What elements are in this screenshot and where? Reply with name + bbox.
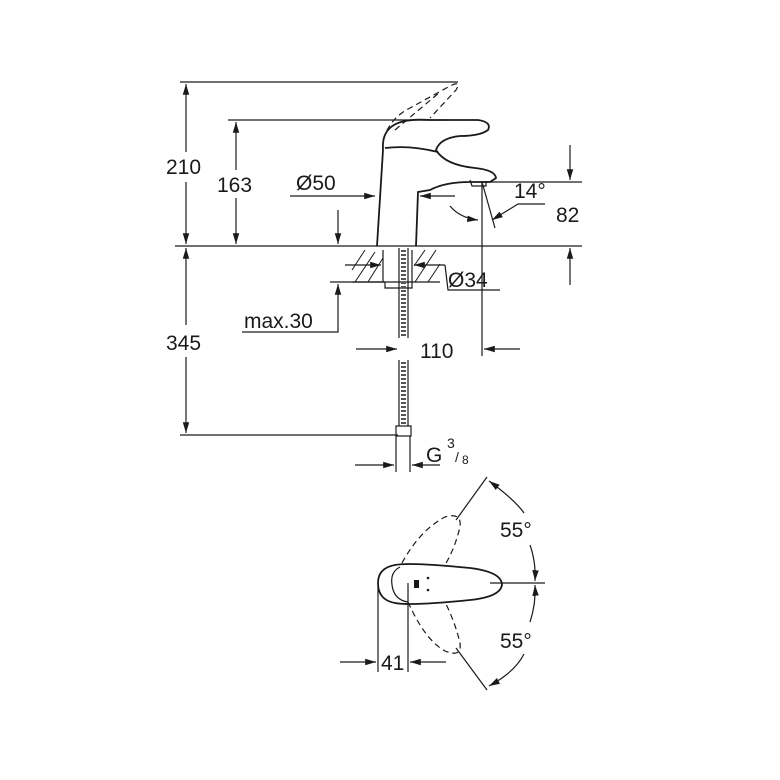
- dimension-label-d50: Ø50: [296, 172, 336, 195]
- supply-hose: [395, 248, 412, 472]
- dimension-connection: G 3 / 8: [355, 435, 469, 469]
- faucet-top-view: 55° 55°: [377, 476, 545, 691]
- dimension-110: 110: [356, 182, 520, 363]
- rotation-label-top: 55°: [500, 519, 532, 542]
- dimension-163: 163: [217, 122, 252, 244]
- dimension-d50: Ø50: [290, 172, 455, 200]
- dimension-label-210: 210: [166, 156, 201, 179]
- dimension-82: 82: [480, 145, 582, 285]
- dimension-label-110: 110: [420, 340, 453, 363]
- dimension-210: 210: [166, 84, 201, 244]
- rotation-label-bottom: 55°: [500, 630, 532, 653]
- dimension-label-14deg: 14°: [514, 180, 546, 203]
- dimension-41: 41: [340, 583, 446, 675]
- dimension-label-41: 41: [381, 652, 404, 675]
- fraction-slash: /: [455, 449, 459, 465]
- connection-label-denominator: 8: [462, 453, 469, 467]
- dimension-345: 345: [166, 248, 201, 433]
- connection-label-numerator: 3: [447, 435, 455, 451]
- dimension-max30: max.30: [242, 210, 385, 333]
- dimension-label-163: 163: [217, 174, 252, 197]
- dimension-label-82: 82: [556, 204, 579, 227]
- dimension-d34: Ø34: [345, 261, 500, 292]
- dimension-label-345: 345: [166, 332, 201, 355]
- dimension-label-d34: Ø34: [448, 269, 488, 292]
- dimension-label-max30: max.30: [244, 310, 313, 333]
- dimension-angle-14: 14°: [449, 180, 546, 229]
- faucet-side-view: [376, 83, 497, 247]
- connection-label-g: G: [426, 444, 442, 467]
